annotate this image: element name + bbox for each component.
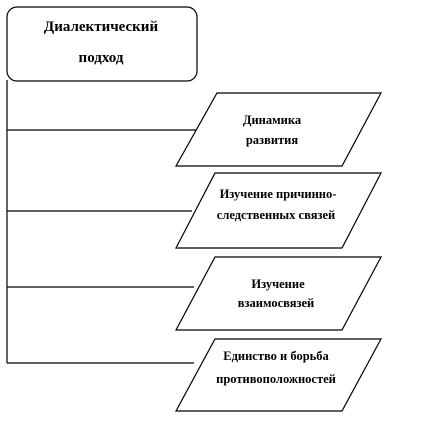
branch-4-line-2: противоположностей xyxy=(216,372,336,386)
branch-node-1: Динамика развития xyxy=(174,92,383,167)
branch-shape-2 xyxy=(175,172,382,249)
branch-shape-1 xyxy=(174,92,383,167)
root-title-line-2: подход xyxy=(79,50,124,66)
branch-node-4: Единство и борьба противоположностей xyxy=(174,338,383,412)
branch-1-line-2: развития xyxy=(246,133,299,147)
branch-4-line-1: Единство и борьба xyxy=(223,349,329,363)
branch-shape-3 xyxy=(174,256,383,331)
root-title-line-1: Диалектический xyxy=(44,19,159,35)
branch-2-line-2: следственных связей xyxy=(217,208,335,222)
branch-node-3: Изучение взаимосвязей xyxy=(174,256,383,331)
root-node: Диалектический подход xyxy=(6,6,198,82)
branch-shape-4 xyxy=(174,338,383,412)
branch-3-line-1: Изучение xyxy=(251,277,305,291)
branch-3-line-2: взаимосвязей xyxy=(238,296,315,310)
branch-node-2: Изучение причинно- следственных связей xyxy=(175,172,382,249)
root-box xyxy=(6,6,198,82)
branch-2-line-1: Изучение причинно- xyxy=(220,187,337,201)
branch-1-line-1: Динамика xyxy=(243,113,302,127)
